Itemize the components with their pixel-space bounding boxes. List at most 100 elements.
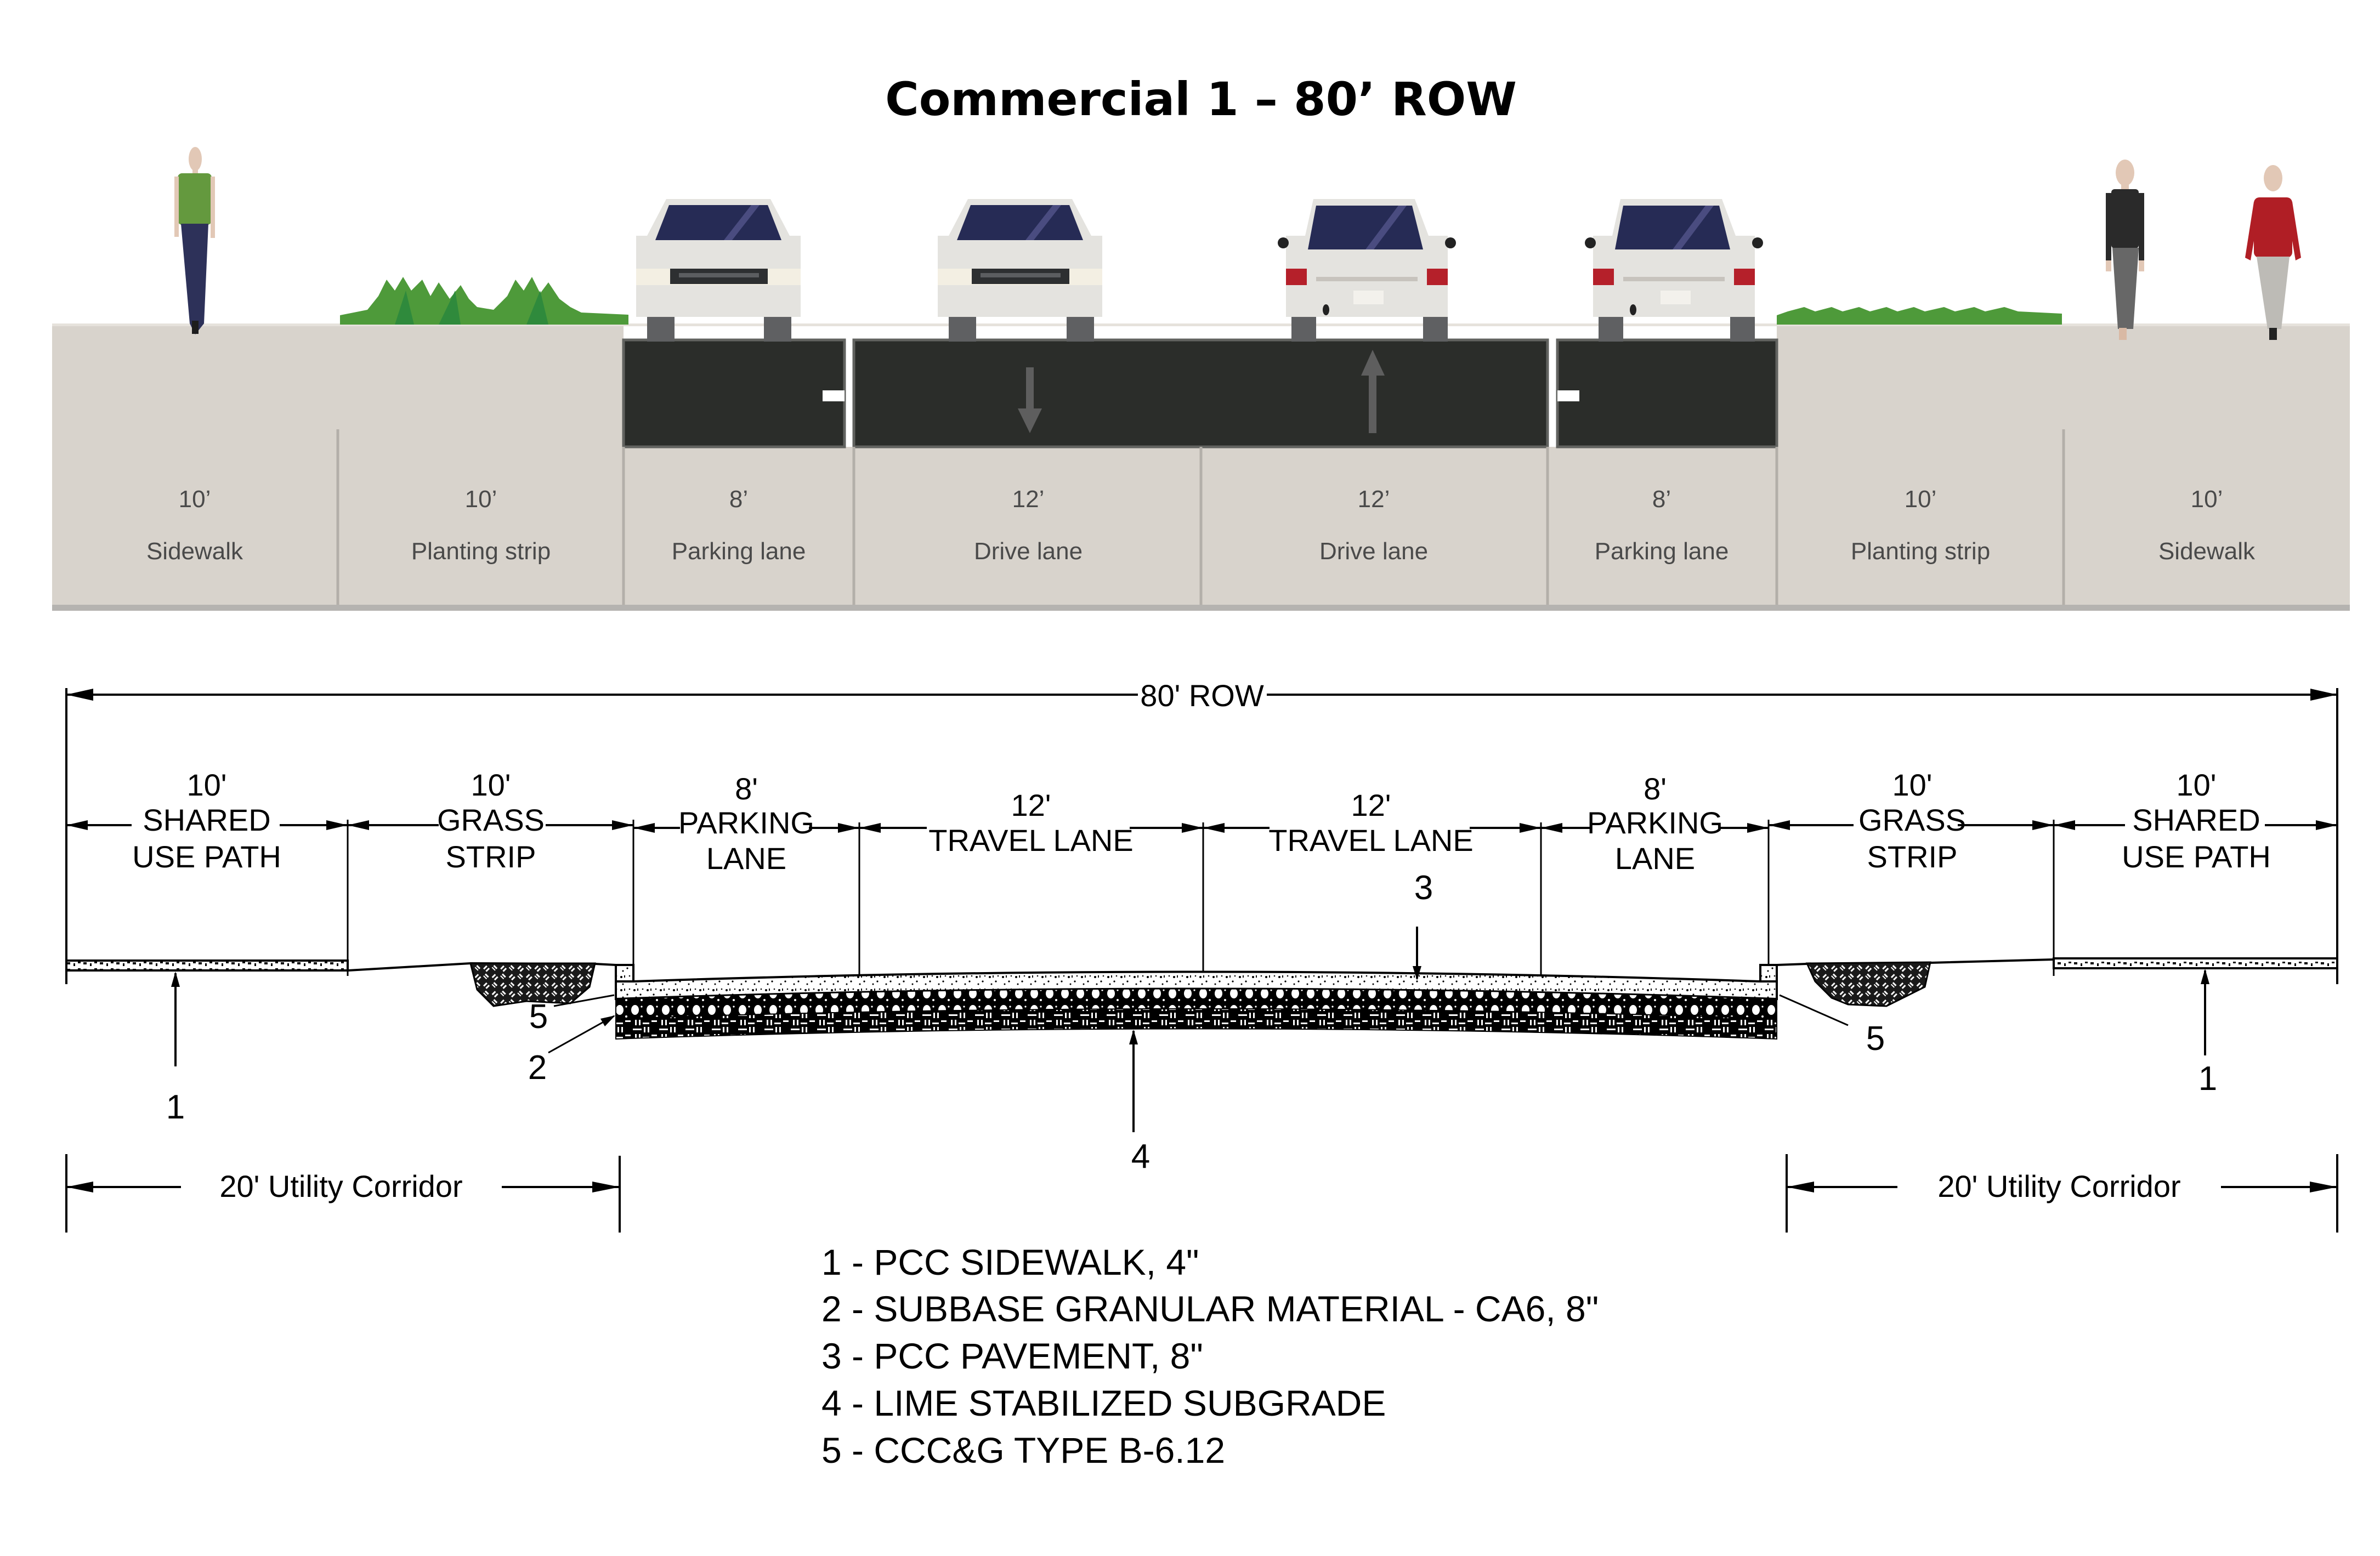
segment-label-8: 10’ Sidewalk [2158, 486, 2256, 565]
segment-label-1: 10’ Sidewalk [146, 486, 243, 565]
dim-label: USE PATH [132, 839, 281, 874]
dim-width: 8' [1644, 771, 1667, 806]
parking-tick-right [1557, 390, 1579, 401]
segment-label-4: 12’ Drive lane [974, 486, 1083, 565]
dim-label: PARKING [1587, 805, 1723, 840]
arrow-down-icon [1018, 367, 1042, 433]
segment-width: 8’ [729, 486, 748, 513]
arrowhead-icons [66, 820, 2337, 833]
segment-name: Drive lane [1319, 538, 1428, 565]
dim-label: LANE [1615, 841, 1695, 876]
segment-width: 12’ [1358, 486, 1390, 513]
cross-section-drawing [65, 688, 2338, 1233]
curb-left [615, 964, 634, 983]
callout-number: 2 [528, 1049, 547, 1087]
dim-label: TRAVEL LANE [1268, 823, 1473, 857]
dim-label: LANE [706, 841, 786, 876]
row-label: 80' ROW [1140, 678, 1264, 713]
segment-name: Sidewalk [2158, 538, 2256, 565]
segment-label-5: 12’ Drive lane [1319, 486, 1428, 565]
dim-label: GRASS [437, 803, 545, 837]
dim-width: 12' [1011, 788, 1051, 822]
car-rear-icon [1278, 199, 1456, 342]
street-illustration: 10’ Sidewalk 10’ Planting strip 8’ Parki… [52, 147, 2350, 611]
sidewalk-slab-right [2053, 957, 2338, 969]
callout-number: 1 [2198, 1060, 2217, 1098]
segment-width: 10’ [2191, 486, 2223, 513]
callout-number: 5 [529, 998, 548, 1036]
page-title: Commercial 1 – 80’ ROW [885, 72, 1517, 126]
arrowhead-icon [66, 689, 93, 701]
segment-dividers [336, 429, 2065, 605]
pedestrian-icon [174, 147, 215, 334]
arrowhead-icon [600, 1015, 615, 1026]
base-line [52, 605, 2350, 611]
legend-item: 4 - LIME STABILIZED SUBGRADE [821, 1383, 1386, 1423]
segment-name: Drive lane [974, 538, 1083, 565]
pedestrian-icon [2245, 165, 2301, 340]
pedestrian-icon [2106, 160, 2144, 340]
segment-name: Planting strip [1851, 538, 1990, 565]
row-label-bg [1141, 680, 1264, 710]
car-front-icon [636, 199, 801, 342]
dim-width: 10' [471, 768, 511, 802]
car-rear-icon [1585, 199, 1763, 342]
segment-name: Parking lane [1595, 538, 1729, 565]
asphalt-drive-lanes [852, 338, 1549, 448]
curb-right [1759, 964, 1778, 983]
callout-number: 4 [1131, 1138, 1150, 1175]
segment-name: Sidewalk [146, 538, 243, 565]
segment-width: 10’ [1905, 486, 1937, 513]
dim-width: 12' [1351, 788, 1391, 822]
asphalt-right-parking [1556, 338, 1778, 448]
arrowhead-icon [1413, 966, 1421, 980]
dim-label: TRAVEL LANE [928, 823, 1133, 857]
material-legend: 1 - PCC SIDEWALK, 4" 2 - SUBBASE GRANULA… [821, 1242, 1599, 1470]
arrowhead-icon [1129, 1030, 1138, 1044]
segment-width: 8’ [1652, 486, 1671, 513]
callout-number: 1 [166, 1088, 185, 1126]
dim-label: STRIP [1867, 839, 1958, 874]
segment-label-3: 8’ Parking lane [672, 486, 806, 565]
dim-label: USE PATH [2122, 839, 2271, 874]
dim-label: STRIP [446, 839, 536, 874]
dim-label: PARKING [678, 805, 814, 840]
legend-item: 1 - PCC SIDEWALK, 4" [821, 1242, 1199, 1282]
utility-corridor-right [1786, 1154, 2338, 1233]
dim-label: SHARED [2132, 803, 2260, 837]
arrowhead-icon [2201, 969, 2209, 984]
callout-number: 3 [1414, 869, 1433, 907]
car-front-icon [938, 199, 1102, 342]
callout-leader [1779, 994, 1849, 1026]
callout-leader [553, 994, 615, 1007]
segment-width: 10’ [465, 486, 497, 513]
dim-width: 10' [187, 768, 227, 802]
legend-item: 2 - SUBBASE GRANULAR MATERIAL - CA6, 8" [821, 1288, 1599, 1329]
dim-label: SHARED [143, 803, 270, 837]
grass-strip-left [469, 962, 596, 1007]
hedge-icon [1777, 307, 2062, 325]
legend-item: 5 - CCC&G TYPE B-6.12 [821, 1430, 1225, 1470]
segment-label-2: 10’ Planting strip [411, 486, 551, 565]
subgrade-layer [615, 1008, 1777, 1040]
asphalt-left-parking [622, 338, 846, 448]
arrowhead-icon [171, 972, 180, 987]
segment-name: Planting strip [411, 538, 551, 565]
utility-corridor-left [65, 1154, 621, 1233]
dim-width: 10' [2177, 768, 2217, 802]
segment-label-6: 8’ Parking lane [1595, 486, 1729, 565]
utility-corridor-label: 20' Utility Corridor [1937, 1169, 2180, 1203]
cross-section-labels: 80' ROW 10' SHARED USE PATH 10' GRASS ST… [132, 678, 2271, 1203]
segment-label-7: 10’ Planting strip [1851, 486, 1990, 565]
legend-item: 3 - PCC PAVEMENT, 8" [821, 1336, 1203, 1376]
grass-strip-right [1805, 961, 1931, 1007]
sidewalk-slab-left [65, 959, 349, 972]
callout-number: 5 [1866, 1020, 1885, 1058]
segment-width: 10’ [179, 486, 211, 513]
shrub-icon [340, 277, 628, 325]
utility-corridor-label: 20' Utility Corridor [219, 1169, 462, 1203]
dim-width: 8' [735, 771, 758, 806]
dim-width: 10' [1892, 768, 1933, 802]
segment-dimension-arrows [66, 824, 2337, 829]
dim-label: GRASS [1858, 803, 1966, 837]
